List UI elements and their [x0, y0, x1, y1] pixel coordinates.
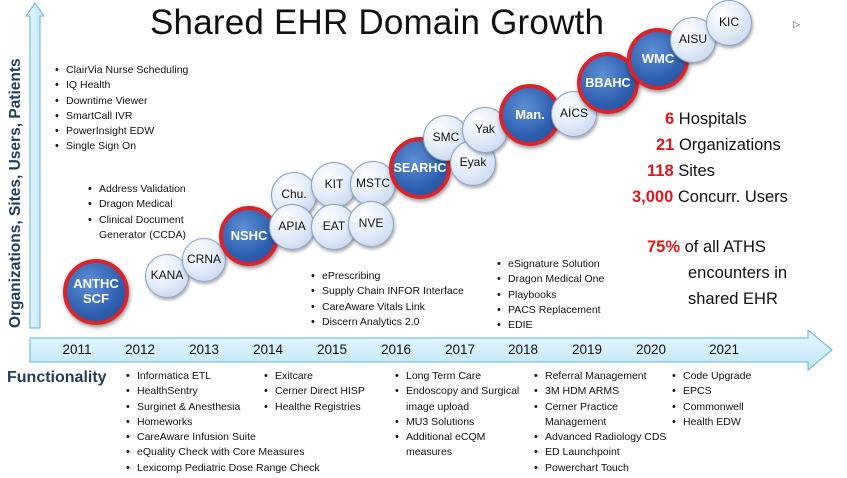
list-item: MU3 Solutions	[393, 415, 528, 431]
milestone-nve: NVE	[348, 201, 394, 247]
mouse-cursor-icon: ▷	[793, 19, 800, 29]
list-item: IQ Health	[53, 78, 193, 94]
list-item: Advanced Radiology CDS	[532, 430, 682, 446]
list-item: Exitcare	[262, 369, 392, 385]
year-label: 2015	[316, 342, 348, 357]
list-item: Referral Management	[532, 369, 682, 385]
list-item: Cerner Direct HISP	[262, 384, 392, 400]
functionality-list-2012: Address Validation Dragon Medical Clinic…	[86, 182, 211, 243]
list-item: Single Sign On	[53, 139, 193, 155]
encounters-line-3: shared EHR	[688, 290, 778, 308]
list-item: PACS Replacement	[495, 303, 635, 319]
functionality-list-lower-2012: Informatica ETL HealthSentry Surginet & …	[124, 369, 339, 476]
list-item: Dragon Medical	[86, 197, 211, 213]
list-item: Homeworks	[124, 415, 339, 431]
list-item: ePrescribing	[309, 269, 489, 285]
y-axis-arrow	[25, 2, 45, 329]
list-item: Endoscopy and Surgical image upload	[393, 384, 528, 415]
year-label: 2012	[124, 342, 156, 357]
list-item: Health EDW	[670, 415, 790, 431]
list-item: HealthSentry	[124, 384, 339, 400]
functionality-list-2018: eSignature Solution Dragon Medical One P…	[495, 257, 635, 334]
year-label: 2013	[188, 342, 220, 357]
list-item: Healthe Registries	[262, 400, 392, 416]
list-item: Clinical Document Generator (CCDA)	[86, 213, 211, 244]
year-label: 2019	[571, 342, 603, 357]
year-label: 2017	[444, 342, 476, 357]
encounters-line-1: 75% of all ATHS	[647, 238, 766, 256]
list-item: eSignature Solution	[495, 257, 635, 273]
functionality-list-2015: ePrescribing Supply Chain INFOR Interfac…	[309, 269, 489, 330]
stat-hospitals: 6 Hospitals	[665, 110, 747, 128]
y-axis-label: Organizations, Sites, Users, Patients	[7, 58, 24, 328]
list-item: Code Upgrade	[670, 369, 790, 385]
list-item: ED Launchpoint	[532, 445, 682, 461]
milestone-bbahc: BBAHC	[577, 52, 639, 114]
milestone-apia: APIA	[269, 204, 315, 250]
list-item: Playbooks	[495, 288, 635, 304]
milestone-kic: KIC	[706, 0, 752, 46]
list-item: CareAware Infusion Suite	[124, 430, 339, 446]
list-item: ClairVia Nurse Scheduling	[53, 63, 193, 79]
list-item: SmartCall IVR	[53, 109, 193, 125]
list-item: Address Validation	[86, 182, 211, 198]
list-item: Dragon Medical One	[495, 272, 635, 288]
milestone-kit: KIT	[311, 162, 357, 208]
year-label: 2014	[252, 342, 284, 357]
milestone-kana: KANA	[145, 254, 189, 298]
functionality-list-lower-2016: Long Term Care Endoscopy and Surgical im…	[393, 369, 528, 461]
list-item: PowerInsight EDW	[53, 124, 193, 140]
functionality-list-lower-2018: Referral Management 3M HDM ARMS Cerner P…	[532, 369, 682, 476]
list-item: Surginet & Anesthesia	[124, 400, 339, 416]
year-label: 2020	[635, 342, 667, 357]
list-item: Cerner Practice Management	[532, 400, 682, 431]
list-item: Informatica ETL	[124, 369, 339, 385]
encounters-line-2: encounters in	[688, 264, 788, 282]
list-item: EPCS	[670, 384, 790, 400]
list-item: Lexicomp Pediatric Dose Range Check	[124, 461, 339, 477]
list-item: Supply Chain INFOR Interface	[309, 284, 489, 300]
milestone-nshc: NSHC	[219, 206, 279, 266]
list-item: eQuality Check with Core Measures	[124, 445, 339, 461]
milestone-yak: Yak	[462, 107, 508, 153]
timeline-arrow	[29, 328, 833, 372]
list-item: CareAware Vitals Link	[309, 300, 489, 316]
milestone-crna: CRNA	[182, 238, 226, 282]
stat-concurrent-users: 3,000 Concurr. Users	[632, 188, 788, 206]
milestone-man: Man.	[499, 84, 561, 146]
list-item: Downtime Viewer	[53, 94, 193, 110]
functionality-list-2011: ClairVia Nurse Scheduling IQ Health Down…	[53, 63, 193, 155]
functionality-list-lower-2020: Code Upgrade EPCS Commonwell Health EDW	[670, 369, 790, 430]
functionality-list-lower-2014: Exitcare Cerner Direct HISP Healthe Regi…	[262, 369, 392, 415]
year-label: 2018	[507, 342, 539, 357]
year-label: 2011	[62, 342, 92, 357]
year-label: 2016	[380, 342, 412, 357]
list-item: Additional eCQM measures	[393, 430, 528, 461]
list-item: Powerchart Touch	[532, 461, 682, 477]
list-item: Discern Analytics 2.0	[309, 315, 489, 331]
list-item: EDIE	[495, 318, 635, 334]
slide-title: Shared EHR Domain Growth	[150, 3, 605, 42]
stat-organizations: 21 Organizations	[656, 136, 781, 154]
stat-sites: 118 Sites	[647, 162, 715, 180]
list-item: Commonwell	[670, 400, 790, 416]
list-item: Long Term Care	[393, 369, 528, 385]
list-item: 3M HDM ARMS	[532, 384, 682, 400]
year-label: 2021	[708, 342, 740, 357]
functionality-label: Functionality	[7, 369, 107, 386]
